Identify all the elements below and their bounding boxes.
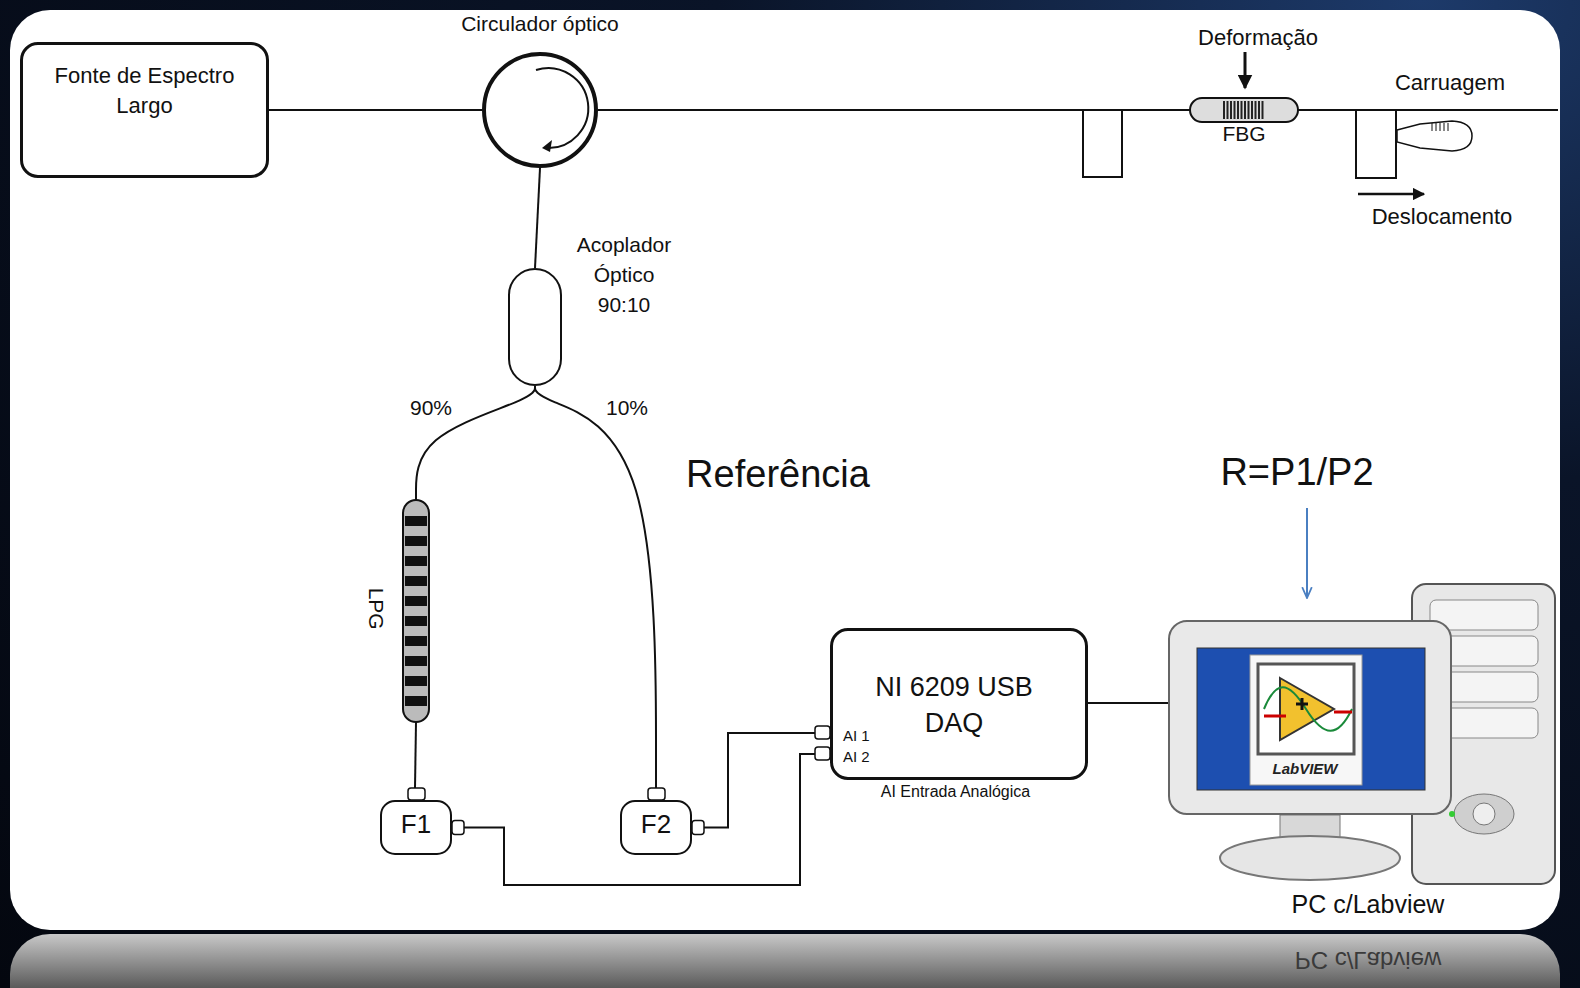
node-label: Circulador óptico bbox=[412, 10, 668, 37]
photodetector: F1 bbox=[380, 800, 452, 855]
text-label: Deslocamento bbox=[1372, 204, 1513, 230]
text-label: R=P1/P2 bbox=[1220, 451, 1373, 494]
lpg-grating: LPG bbox=[403, 500, 429, 722]
source-box: Fonte de Espectro Largo bbox=[20, 42, 269, 178]
pc-monitor: PC c/Labview bbox=[1168, 620, 1452, 815]
text-label: Referência bbox=[686, 453, 870, 496]
coupler-outline bbox=[508, 268, 562, 386]
node-label: LPG bbox=[362, 584, 389, 634]
node-label: NI 6209 USB DAQ bbox=[865, 669, 1043, 741]
fiber-connector bbox=[535, 386, 656, 800]
circulator-outline bbox=[482, 52, 598, 168]
circulator: Circulador óptico bbox=[482, 52, 598, 168]
fiber-connector bbox=[415, 722, 416, 788]
pointer-arrow bbox=[1306, 508, 1308, 598]
text-label: PC c/Labview bbox=[1295, 946, 1442, 974]
text-label: 90% bbox=[410, 396, 452, 420]
fiber-connector bbox=[598, 109, 1190, 111]
text-label: Carruagem bbox=[1395, 70, 1505, 96]
fiber-connector bbox=[269, 109, 482, 111]
node-label: AI 1 bbox=[843, 726, 870, 746]
text-label: Deformação bbox=[1198, 25, 1318, 51]
fiber-connector bbox=[535, 168, 540, 268]
input-port bbox=[815, 726, 830, 739]
carriage-mount bbox=[1356, 110, 1396, 178]
fbg-grating: FBG bbox=[1190, 98, 1298, 122]
node-label: AI Entrada Analógica bbox=[833, 782, 1078, 803]
text-label: LabVIEW bbox=[1272, 760, 1337, 777]
node-label: PC c/Labview bbox=[1258, 888, 1478, 921]
photodetector: F2 bbox=[620, 800, 692, 855]
fiber-connector bbox=[704, 733, 815, 828]
connector-ribs bbox=[1432, 123, 1448, 131]
lpg-grating-outline bbox=[403, 500, 429, 722]
node-label: F1 bbox=[380, 800, 452, 849]
fiber-connector bbox=[464, 754, 815, 885]
node-label: F2 bbox=[620, 800, 692, 849]
fbg-grating-outline bbox=[1190, 98, 1298, 122]
node-label: Fonte de Espectro Largo bbox=[23, 45, 266, 121]
pc-monitor-outline bbox=[1168, 620, 1452, 815]
force-arrow bbox=[1244, 52, 1247, 88]
fixed-mount bbox=[1083, 110, 1122, 177]
text-label: 10% bbox=[606, 396, 648, 420]
daq-box: NI 6209 USB DAQAI 1AI 2AI Entrada Analóg… bbox=[830, 628, 1088, 780]
fiber-connector bbox=[1088, 702, 1168, 704]
node-label: FBG bbox=[1170, 120, 1318, 147]
input-port bbox=[815, 747, 830, 760]
fiber bbox=[1298, 109, 1558, 111]
coupler: Acoplador Óptico 90:10 bbox=[508, 268, 562, 386]
node-label: Acoplador Óptico 90:10 bbox=[568, 230, 680, 320]
displacement-arrow bbox=[1358, 193, 1424, 196]
carriage-connector bbox=[1397, 121, 1472, 151]
monitor-stand bbox=[1220, 815, 1400, 880]
node-label: AI 2 bbox=[843, 747, 870, 767]
